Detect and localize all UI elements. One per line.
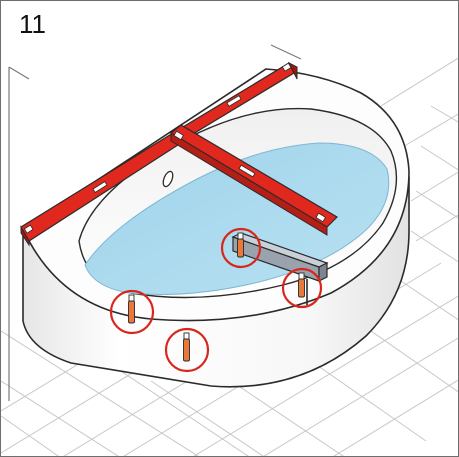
wall-anchor-icon	[183, 332, 190, 362]
wall-anchor-marker-1	[220, 227, 262, 269]
step-number: 11	[19, 9, 46, 39]
wall-anchor-icon	[298, 272, 305, 298]
drain-overflow-icon	[162, 170, 174, 188]
wall-edges	[8, 44, 302, 401]
wall-anchor-marker-4	[164, 327, 210, 373]
wall-anchor-marker-2	[281, 267, 323, 309]
wall-anchor-icon	[128, 294, 135, 324]
wall-anchor-marker-3	[109, 289, 155, 335]
bathtub-water	[84, 142, 390, 295]
spirit-level-icon	[20, 61, 338, 247]
wall-anchor-icon	[237, 232, 244, 258]
